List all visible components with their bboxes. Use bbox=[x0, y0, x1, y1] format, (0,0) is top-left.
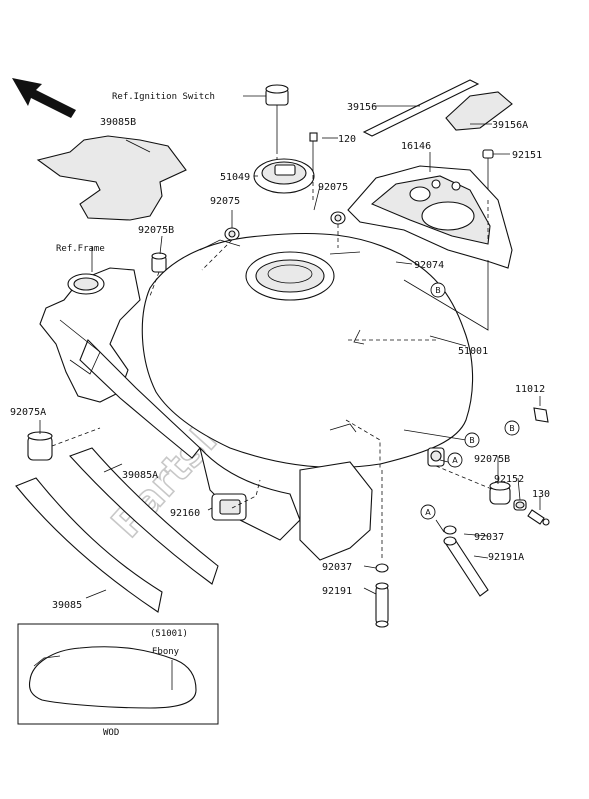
grommet-92075-top bbox=[330, 211, 346, 225]
svg-text:B: B bbox=[435, 286, 441, 295]
label-92191A: 92191A bbox=[488, 552, 524, 563]
label-92037-bottom: 92037 bbox=[322, 562, 352, 573]
leader-lines bbox=[39, 95, 541, 599]
cover-51049 bbox=[253, 158, 315, 194]
label-92160: 92160 bbox=[170, 508, 200, 519]
label-39085: 39085 bbox=[52, 600, 82, 611]
fuel-tank-51001 bbox=[141, 232, 474, 561]
damper-92160 bbox=[211, 493, 247, 521]
side-pad-39085A bbox=[69, 447, 219, 585]
frame bbox=[39, 267, 201, 459]
collar-92152 bbox=[513, 499, 527, 511]
pad-39085B bbox=[36, 135, 187, 221]
part-labels: Ref.Ignition Switch 39085B 39156 39156A … bbox=[10, 92, 550, 611]
label-39085B: 39085B bbox=[100, 117, 136, 128]
callout-b-bracket: B bbox=[504, 420, 520, 436]
callout-b-tank: B bbox=[430, 282, 446, 298]
svg-text:A: A bbox=[425, 508, 431, 517]
label-120: 120 bbox=[338, 134, 356, 145]
label-51001: 51001 bbox=[458, 346, 488, 357]
label-130: 130 bbox=[532, 489, 550, 500]
label-92152: 92152 bbox=[494, 474, 524, 485]
label-39156: 39156 bbox=[347, 102, 377, 113]
hose-92191 bbox=[375, 582, 389, 628]
direction-arrow-icon bbox=[12, 78, 76, 118]
label-92075-top: 92075 bbox=[318, 182, 348, 193]
pad-39156A bbox=[445, 91, 513, 131]
callout-b-right: B bbox=[464, 432, 480, 448]
meter-cover-16146 bbox=[347, 165, 513, 269]
clip-92037-bottom bbox=[375, 563, 389, 573]
clip-92037-right bbox=[435, 519, 457, 535]
label-51049: 51049 bbox=[220, 172, 250, 183]
grommet-92075-left bbox=[224, 227, 240, 241]
bolt-120 bbox=[309, 132, 318, 168]
side-pad-39085 bbox=[15, 477, 163, 613]
inset-caption: WOD bbox=[103, 728, 119, 738]
strip-39156 bbox=[362, 79, 480, 137]
ref-ignition-switch-label: Ref.Ignition Switch bbox=[112, 92, 215, 102]
label-16146: 16146 bbox=[401, 141, 431, 152]
callout-a-right: A bbox=[447, 452, 463, 468]
hose-92191A bbox=[443, 536, 489, 597]
label-39085A: 39085A bbox=[122, 470, 158, 481]
assembly-lines bbox=[51, 150, 495, 560]
grommet-92075B-left bbox=[151, 252, 167, 273]
label-39156A: 39156A bbox=[492, 120, 528, 131]
ignition-cap bbox=[265, 84, 289, 150]
svg-text:A: A bbox=[452, 456, 458, 465]
label-92074: 92074 bbox=[414, 260, 444, 271]
label-92151: 92151 bbox=[512, 150, 542, 161]
label-92037-right: 92037 bbox=[474, 532, 504, 543]
damper-92075B-right bbox=[489, 481, 511, 505]
inset-part-label: (51001) bbox=[150, 629, 188, 639]
label-92075B-left: 92075B bbox=[138, 225, 174, 236]
callout-a-lower: A bbox=[420, 504, 436, 520]
rubber-11012 bbox=[533, 407, 549, 423]
svg-text:B: B bbox=[469, 436, 475, 445]
label-11012: 11012 bbox=[515, 384, 545, 395]
label-92075-left: 92075 bbox=[210, 196, 240, 207]
label-92075B-right: 92075B bbox=[474, 454, 510, 465]
label-92075A: 92075A bbox=[10, 407, 46, 418]
bolt-130 bbox=[527, 509, 550, 526]
mount-92075B-right bbox=[427, 447, 445, 467]
ref-frame-label: Ref.Frame bbox=[56, 244, 105, 254]
svg-text:B: B bbox=[509, 424, 515, 433]
inset-variant-box: (51001) Ebony WOD bbox=[17, 623, 219, 738]
grommet-92075A bbox=[27, 431, 53, 461]
label-92191: 92191 bbox=[322, 586, 352, 597]
inset-color-label: Ebony bbox=[152, 647, 180, 657]
